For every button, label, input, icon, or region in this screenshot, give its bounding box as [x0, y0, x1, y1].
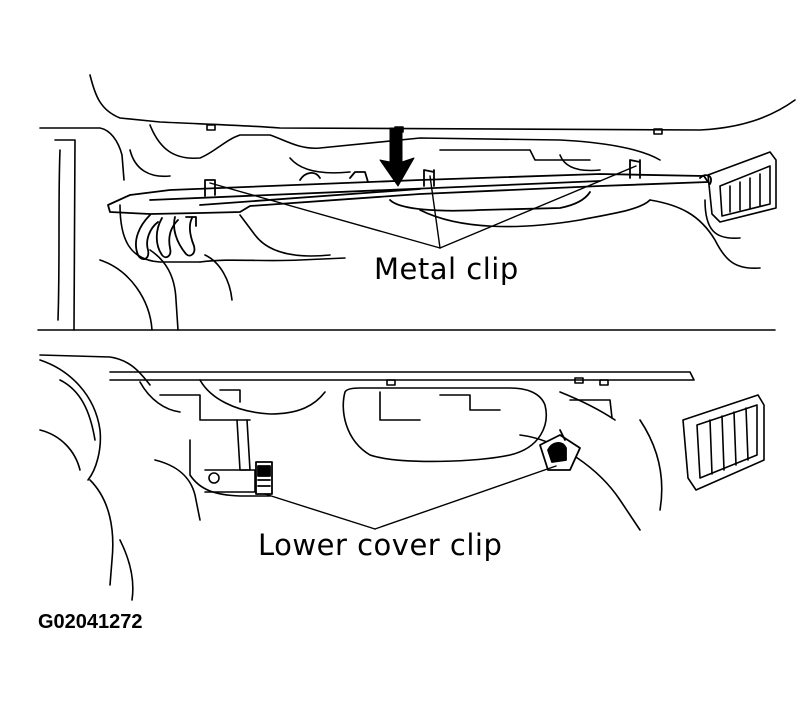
lower-cover-clip-label: Lower cover clip [258, 528, 503, 562]
top-panel-dashboard-underside [39, 74, 796, 331]
bottom-right-air-vent [682, 394, 765, 491]
metal-clip-leaders [209, 165, 637, 249]
push-direction-arrow [379, 127, 415, 187]
left-spring-clip [135, 214, 197, 261]
lower-cover-clip-left [255, 461, 273, 495]
figure-code: G02041272 [38, 611, 143, 633]
lower-cover-clip-leaders [264, 465, 557, 530]
bottom-panel-dashboard-underside [39, 354, 695, 601]
top-right-air-vent [704, 151, 777, 240]
lower-cover-clip-right [539, 429, 581, 471]
metal-clip-label: Metal clip [374, 252, 519, 286]
top-metal-rail [107, 159, 712, 215]
